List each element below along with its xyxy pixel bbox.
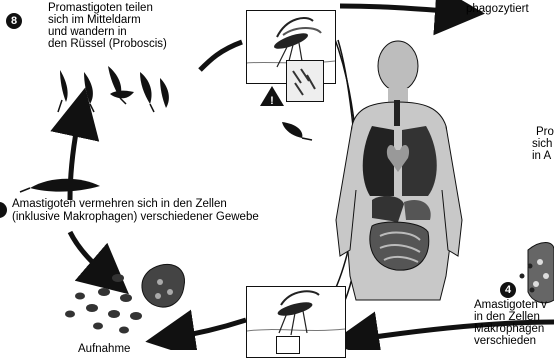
step-4-badge: 4 <box>500 282 516 298</box>
cycle-arrow-left-down <box>70 232 110 278</box>
step-4-line-2: in den Zellen <box>474 311 540 323</box>
step-4-line-3: Makrophagen <box>474 323 544 335</box>
step-4-line-1: Amastigoten v <box>474 299 547 311</box>
cycle-arrow-top <box>340 6 460 12</box>
parasite-inset-icon <box>287 61 323 101</box>
cycle-arrow-bottom <box>170 320 246 338</box>
human-silhouette-icon <box>336 41 462 300</box>
cycle-arrow-top-left <box>200 42 242 70</box>
step-8-line-2: sich im Mitteldarm <box>48 14 141 26</box>
amastigotes-multiply-line-1: Amastigoten vermehren sich in den Zellen <box>12 198 227 210</box>
macrophage-right-icon <box>528 243 554 303</box>
uptake-label: Aufnahme <box>78 343 130 355</box>
promastigote-single <box>282 122 312 140</box>
svg-text:!: ! <box>270 95 274 107</box>
promastigotes-right-line-1: Pro <box>536 126 554 138</box>
step-4-line-4: verschieden <box>474 335 536 347</box>
step-8-line-1: Promastigoten teilen <box>48 2 153 14</box>
amastigote-cluster <box>65 274 142 334</box>
promastigote-parasites <box>58 66 169 112</box>
amastigotes-multiply-line-2: (inklusive Makrophagen) verschiedener Ge… <box>12 211 259 223</box>
warning-icon: ! <box>260 86 284 107</box>
parasite-inset-box <box>286 60 324 102</box>
macrophage-icon <box>142 264 185 307</box>
step-8-line-3: und wandern in <box>48 26 127 38</box>
promastigotes-right-line-3: in A <box>532 150 551 162</box>
step-8-line-4: den Rüssel (Proboscis) <box>48 38 167 50</box>
step-8-badge: 8 <box>6 13 22 29</box>
bottom-inset-box <box>276 336 300 354</box>
promastigotes-right-line-2: sich <box>532 138 552 150</box>
amastigote-leaf-cell <box>20 179 100 192</box>
phagocytized-label: phagozytiert <box>466 3 529 15</box>
